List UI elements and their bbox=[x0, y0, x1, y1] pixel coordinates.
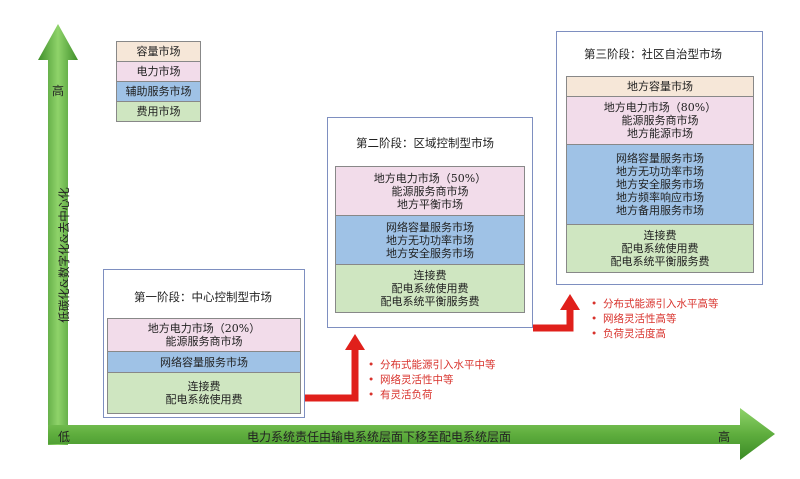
stage-3-title: 第三阶段：社区自治型市场 bbox=[584, 47, 722, 61]
bullet-icon: • bbox=[591, 328, 598, 340]
bullet-icon: • bbox=[591, 313, 598, 325]
block-line: 网络容量服务市场 bbox=[386, 220, 474, 234]
block-line: 配电系统使用费 bbox=[391, 282, 469, 295]
legend: 容量市场 电力市场 辅助服务市场 费用市场 bbox=[116, 41, 201, 122]
block-line: 配电系统使用费 bbox=[165, 393, 243, 406]
stage-1-auxiliary: 网络容量服务市场 bbox=[107, 351, 301, 373]
note-line: •分布式能源引入水平中等 bbox=[368, 359, 496, 371]
stage-2-fee: 连接费 配电系统使用费 配电系统平衡服务费 bbox=[335, 264, 525, 313]
x-axis-arrow bbox=[48, 408, 775, 460]
block-line: 配电系统平衡服务费 bbox=[380, 295, 480, 308]
block-line: 地方备用服务市场 bbox=[616, 204, 704, 217]
stage-1-fee: 连接费 配电系统使用费 bbox=[107, 372, 301, 414]
stage-3-capacity: 地方容量市场 bbox=[566, 76, 754, 97]
block-line: 地方无功功率市场 bbox=[616, 165, 704, 178]
block-line: 地方频率响应市场 bbox=[616, 191, 704, 204]
stage-3-electricity: 地方电力市场（80%） 能源服务商市场 地方能源市场 bbox=[566, 96, 754, 145]
bullet-icon: • bbox=[591, 298, 598, 310]
block-line: 连接费 bbox=[187, 380, 221, 393]
transition-2-notes: •分布式能源引入水平高等 •网络灵活性高等 •负荷灵活度高 bbox=[591, 297, 719, 342]
bullet-icon: • bbox=[368, 389, 375, 401]
note-line: •网络灵活性高等 bbox=[591, 313, 677, 325]
block-line: 连接费 bbox=[643, 229, 677, 242]
block-line: 能源服务商市场 bbox=[391, 184, 469, 198]
stage-1-title: 第一阶段：中心控制型市场 bbox=[134, 290, 272, 304]
legend-item-electricity: 电力市场 bbox=[117, 62, 200, 82]
stage-2-auxiliary: 网络容量服务市场 地方无功功率市场 地方安全服务市场 bbox=[335, 215, 525, 265]
step-arrow-2 bbox=[533, 308, 574, 332]
step-arrow-1 bbox=[305, 348, 359, 402]
legend-item-auxiliary: 辅助服务市场 bbox=[117, 82, 200, 102]
block-line: 地方安全服务市场 bbox=[616, 178, 704, 191]
y-axis-high-label: 高 bbox=[52, 84, 65, 98]
block-line: 配电系统平衡服务费 bbox=[610, 255, 710, 268]
bullet-icon: • bbox=[368, 359, 375, 371]
note-line: •网络灵活性中等 bbox=[368, 374, 454, 386]
x-axis-high-label: 高 bbox=[718, 430, 731, 444]
block-line: 地方平衡市场 bbox=[397, 197, 463, 211]
stage-2-title: 第二阶段：区域控制型市场 bbox=[356, 136, 494, 150]
bullet-icon: • bbox=[368, 374, 375, 386]
y-axis-arrow bbox=[38, 24, 78, 445]
note-line: •有灵活负荷 bbox=[368, 389, 433, 401]
transition-1-notes: •分布式能源引入水平中等 •网络灵活性中等 •有灵活负荷 bbox=[368, 358, 496, 403]
block-line: 网络容量服务市场 bbox=[160, 355, 248, 369]
note-line: •分布式能源引入水平高等 bbox=[591, 298, 719, 310]
block-line: 地方电力市场（50%） bbox=[373, 171, 487, 185]
stage-1-electricity: 地方电力市场（20%） 能源服务商市场 bbox=[107, 318, 301, 352]
block-line: 地方能源市场 bbox=[627, 127, 693, 140]
block-line: 地方容量市场 bbox=[627, 80, 693, 93]
block-line: 能源服务商市场 bbox=[621, 114, 699, 127]
stage-2-electricity: 地方电力市场（50%） 能源服务商市场 地方平衡市场 bbox=[335, 166, 525, 216]
legend-item-fee: 费用市场 bbox=[117, 102, 200, 121]
block-line: 配电系统使用费 bbox=[621, 242, 699, 255]
block-line: 地方无功功率市场 bbox=[386, 233, 474, 247]
step-arrow-2-head bbox=[560, 294, 580, 310]
stage-3-auxiliary: 网络容量服务市场 地方无功功率市场 地方安全服务市场 地方频率响应市场 地方备用… bbox=[566, 144, 754, 225]
x-axis-title: 电力系统责任由输电系统层面下移至配电系统层面 bbox=[247, 430, 512, 444]
block-line: 地方电力市场（20%） bbox=[147, 322, 261, 335]
block-line: 能源服务商市场 bbox=[165, 335, 243, 348]
stage-3-fee: 连接费 配电系统使用费 配电系统平衡服务费 bbox=[566, 224, 754, 273]
y-axis-title: 低碳化&数字化&去中心化 bbox=[57, 187, 71, 323]
x-axis-low-label: 低 bbox=[58, 430, 71, 444]
block-line: 地方电力市场（80%） bbox=[603, 101, 717, 114]
block-line: 地方安全服务市场 bbox=[386, 246, 474, 260]
block-line: 连接费 bbox=[413, 269, 447, 282]
step-arrow-1-head bbox=[345, 334, 365, 350]
block-line: 网络容量服务市场 bbox=[616, 152, 704, 165]
note-line: •负荷灵活度高 bbox=[591, 328, 666, 340]
legend-item-capacity: 容量市场 bbox=[117, 42, 200, 62]
